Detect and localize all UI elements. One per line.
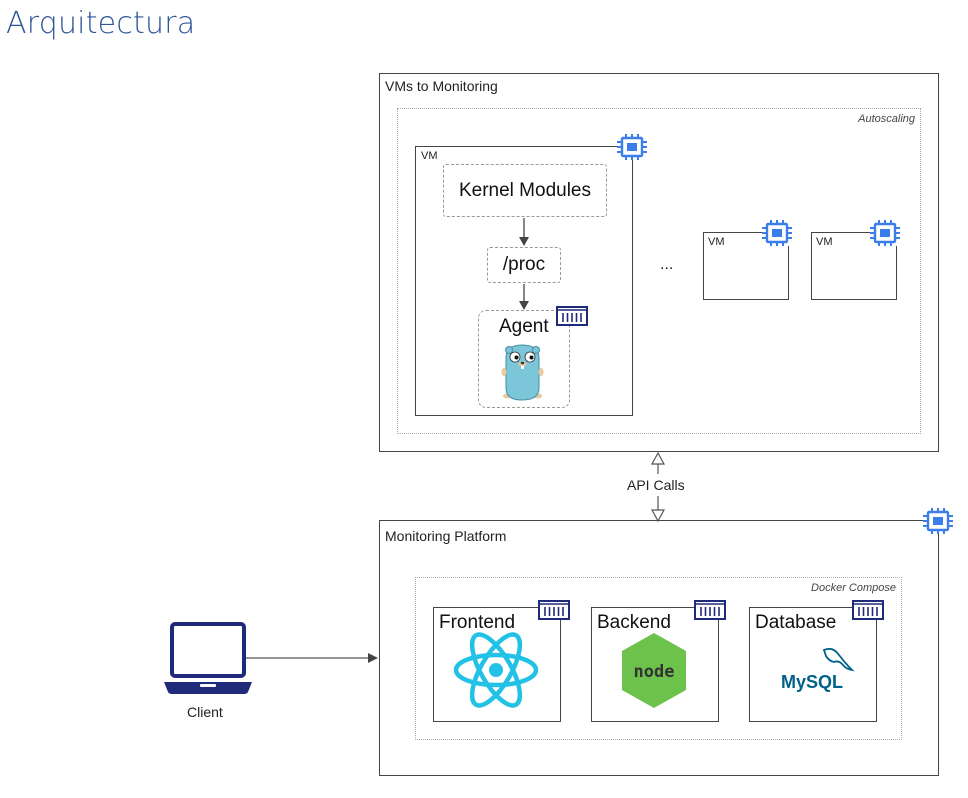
extra-vm-label: VM [816,236,833,248]
extra-vm-label: VM [708,236,725,248]
nodejs-icon: node [622,633,686,708]
api-calls-connector [650,451,666,523]
client-to-platform-arrow [246,653,378,663]
frontend-label: Frontend [439,612,516,633]
vm-chip-icon [760,218,794,248]
docker-compose-group: Docker Compose [415,577,902,740]
gopher-icon [501,344,544,401]
main-vm-label: VM [421,150,438,162]
kernel-to-proc-arrow [519,218,529,246]
platform-group-label: Monitoring Platform [385,528,507,544]
backend-label: Backend [597,612,671,633]
database-box: Database [749,607,877,722]
laptop-icon [164,622,252,694]
container-icon [556,306,588,326]
vm-chip-icon [868,218,902,248]
proc-to-agent-arrow [519,284,529,310]
nodejs-logo-text: node [634,662,675,682]
api-calls-label: API Calls [626,477,686,493]
vms-group-label: VMs to Monitoring [385,78,498,94]
proc-box: /proc [487,247,561,283]
container-icon [852,600,884,620]
client-label: Client [187,704,223,720]
container-icon [538,600,570,620]
agent-label: Agent [499,316,549,337]
react-icon [453,632,539,708]
docker-compose-label: Docker Compose [811,582,896,594]
ellipsis-text: ... [660,256,674,273]
autoscaling-label: Autoscaling [858,113,915,125]
container-icon [694,600,726,620]
mysql-icon: MySQL [781,647,855,692]
kernel-modules-box: Kernel Modules [443,164,607,217]
mysql-logo-text: MySQL [781,672,843,692]
page-title: Arquitectura [6,6,196,41]
autoscaling-group: Autoscaling [397,108,921,434]
database-label: Database [755,612,837,633]
vm-chip-icon [615,132,649,162]
vm-chip-icon [921,506,955,536]
